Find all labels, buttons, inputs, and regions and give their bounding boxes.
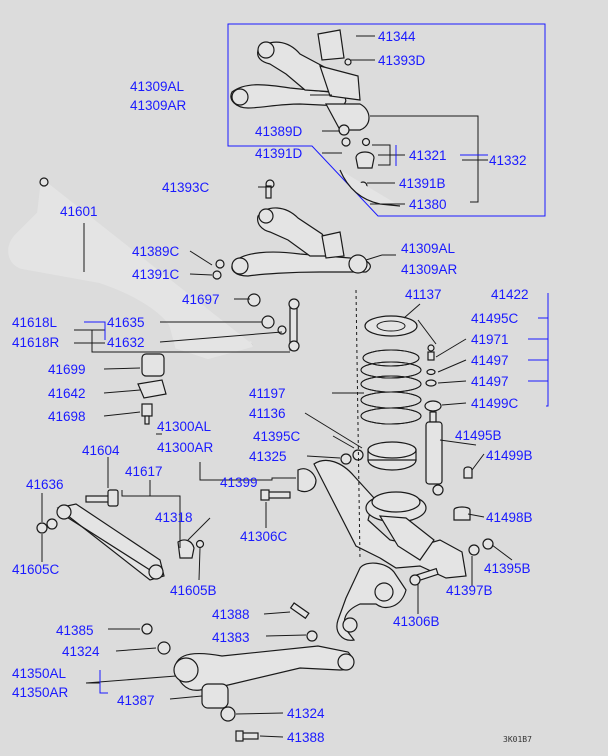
label-41383: 41383 [212,630,250,645]
label-41601: 41601 [60,204,98,219]
label-41325: 41325 [249,449,287,464]
label-41495C: 41495C [471,311,519,326]
label-41636: 41636 [26,477,64,492]
label-41605B: 41605B [170,583,217,598]
label-41617: 41617 [125,464,163,479]
label-41393D: 41393D [378,53,426,68]
upper-arm-assembly-box [227,23,546,217]
label-41391D: 41391D [255,146,303,161]
label-41309AR-top: 41309AR [130,98,187,113]
label-41389C: 41389C [132,244,180,259]
label-41350AR: 41350AR [12,685,69,700]
label-41388-a: 41388 [212,607,250,622]
label-41309AR-mid: 41309AR [401,262,458,277]
leader-lines [41,35,513,738]
label-41495B: 41495B [455,428,502,443]
shock-absorber [424,344,473,521]
label-41498B: 41498B [486,510,533,525]
label-41324-a: 41324 [62,644,100,659]
label-41391B: 41391B [399,176,446,191]
stabilizer-bushing [137,353,167,425]
label-41642: 41642 [48,386,86,401]
upper-arm-mid [212,207,371,280]
label-41318: 41318 [155,510,193,525]
label-41309AL-mid: 41309AL [401,241,456,256]
label-41324-b: 41324 [287,706,325,721]
label-41350AL: 41350AL [12,666,67,681]
label-41395C: 41395C [253,429,301,444]
label-41397B: 41397B [446,583,493,598]
label-41604: 41604 [82,443,120,458]
coil-spring [360,315,422,471]
label-41698: 41698 [48,409,86,424]
label-41385: 41385 [56,623,94,638]
label-41499C: 41499C [471,396,519,411]
lateral-rod [36,489,205,581]
label-41499B: 41499B [486,448,533,463]
label-41300AL: 41300AL [157,419,212,434]
upper-arm-top [230,29,401,207]
label-41332: 41332 [489,153,527,168]
label-41309AL-top: 41309AL [130,79,185,94]
label-41389D: 41389D [255,124,303,139]
label-41618R: 41618R [12,335,60,350]
label-41393C: 41393C [162,180,210,195]
knuckle-assembly [260,449,494,641]
part-labels: 41344 41393D 41309AL 41309AR 41389D 4139… [12,29,533,745]
group-brackets [84,145,549,694]
label-41632: 41632 [107,335,145,350]
label-41306C: 41306C [240,529,288,544]
label-41380: 41380 [409,197,447,212]
figure-code: 3K01B7 [503,735,532,744]
label-41388-b: 41388 [287,730,325,745]
label-41497-b: 41497 [471,374,509,389]
label-41344: 41344 [378,29,416,44]
label-41321: 41321 [409,148,447,163]
label-41605C: 41605C [12,562,60,577]
label-41697: 41697 [182,292,220,307]
label-41391C: 41391C [132,267,180,282]
label-41497-a: 41497 [471,353,509,368]
label-41971: 41971 [471,332,509,347]
label-41136: 41136 [249,406,286,421]
label-41300AR: 41300AR [157,440,214,455]
label-41399: 41399 [220,475,258,490]
label-41306B: 41306B [393,614,440,629]
label-41422: 41422 [491,287,529,302]
label-41137: 41137 [405,287,442,302]
label-41618L: 41618L [12,315,58,330]
label-41395B: 41395B [484,561,531,576]
label-41197: 41197 [249,386,286,401]
stabilizer-bar [8,177,300,360]
lower-arm [141,602,355,742]
label-41387: 41387 [117,693,155,708]
label-41699: 41699 [48,362,86,377]
label-41635: 41635 [107,315,145,330]
